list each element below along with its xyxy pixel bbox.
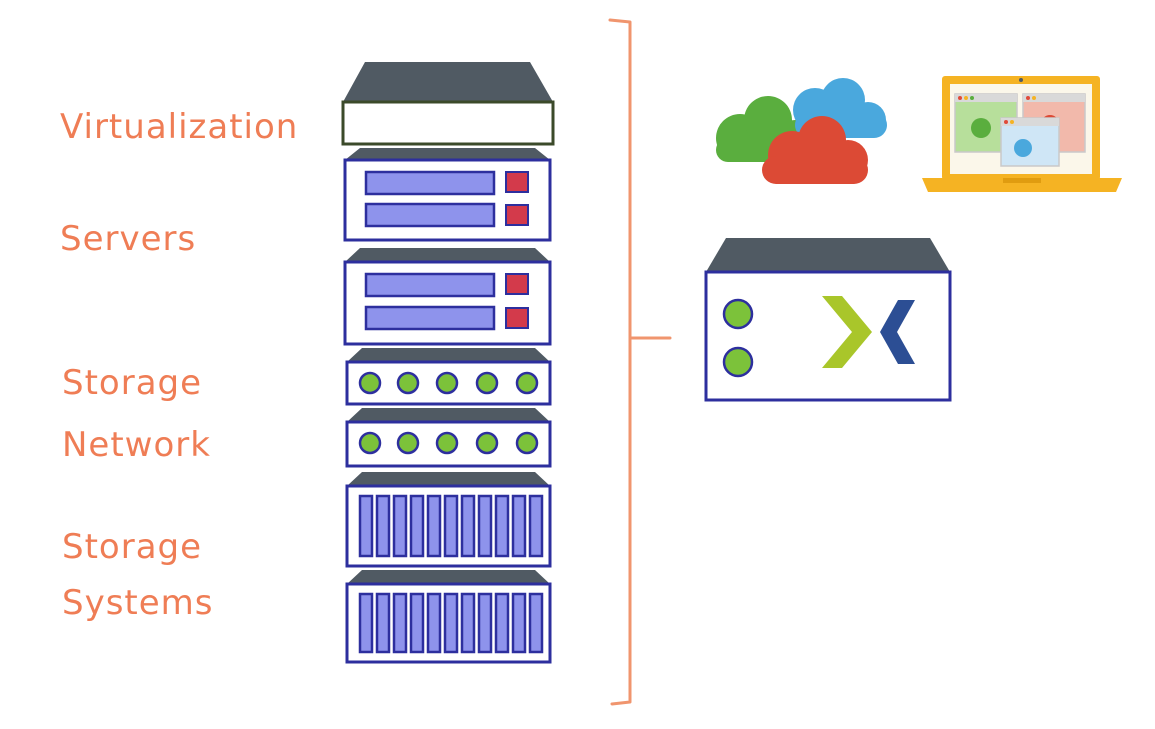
layer-labels: Virtualization Servers Storage Network S…: [60, 107, 298, 623]
label-virtualization: Virtualization: [60, 107, 298, 147]
label-storage-network-line1: Storage: [62, 363, 202, 403]
label-storage-systems-line2: Systems: [62, 583, 214, 623]
server-rack-icon: [341, 62, 555, 664]
virtualization-unit: [341, 62, 555, 146]
label-storage-network-line2: Network: [62, 425, 211, 465]
cloud-red: [762, 116, 868, 184]
server-unit-1: [343, 148, 552, 242]
network-switch-2: [345, 408, 552, 468]
label-storage-systems-line1: Storage: [62, 527, 202, 567]
laptop-icon: [922, 76, 1122, 192]
bracket: [608, 18, 672, 706]
nutanix-logo-icon: [822, 296, 915, 368]
label-servers: Servers: [60, 219, 196, 259]
server-unit-2: [343, 248, 552, 346]
storage-array-1: [345, 472, 552, 568]
nutanix-appliance: [704, 238, 952, 402]
cloud-icon: [716, 78, 887, 184]
network-switch-1: [345, 348, 552, 406]
storage-array-2: [345, 570, 552, 664]
